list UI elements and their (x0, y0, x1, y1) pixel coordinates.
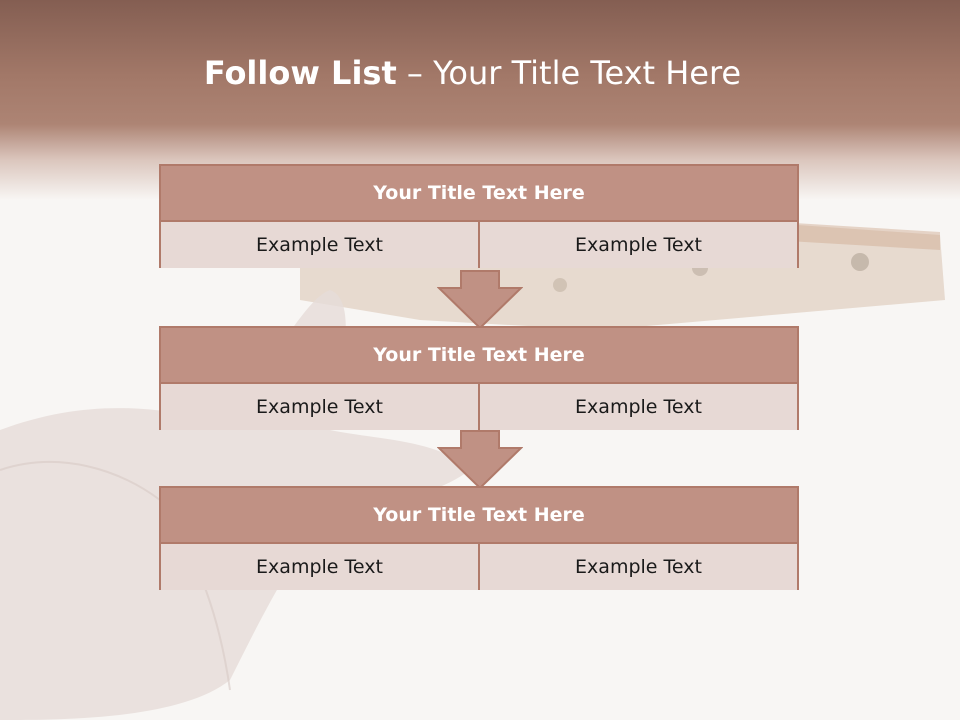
flow-box-1-row: Example Text Example Text (161, 222, 797, 268)
flow-box-3-title: Your Title Text Here (161, 488, 797, 544)
flow-box-1-left-text: Example Text (161, 222, 478, 268)
slide-title-bold: Follow List (203, 54, 397, 92)
down-arrow-1 (437, 270, 523, 330)
flow-box-3-row: Example Text Example Text (161, 544, 797, 590)
down-arrow-2 (437, 430, 523, 490)
flow-box-3-right-text: Example Text (478, 544, 797, 590)
flow-box-2: Your Title Text Here Example Text Exampl… (159, 326, 799, 430)
flow-box-2-row: Example Text Example Text (161, 384, 797, 430)
flow-box-1-right-text: Example Text (478, 222, 797, 268)
flow-box-2-right-text: Example Text (478, 384, 797, 430)
flow-box-1-title: Your Title Text Here (161, 166, 797, 222)
flow-box-3: Your Title Text Here Example Text Exampl… (159, 486, 799, 590)
flow-box-3-left-text: Example Text (161, 544, 478, 590)
flow-box-2-left-text: Example Text (161, 384, 478, 430)
slide-title-rest: – Your Title Text Here (396, 54, 742, 92)
slide-title: Follow List – Your Title Text Here (0, 54, 945, 92)
flow-box-1: Your Title Text Here Example Text Exampl… (159, 164, 799, 268)
flow-box-2-title: Your Title Text Here (161, 328, 797, 384)
